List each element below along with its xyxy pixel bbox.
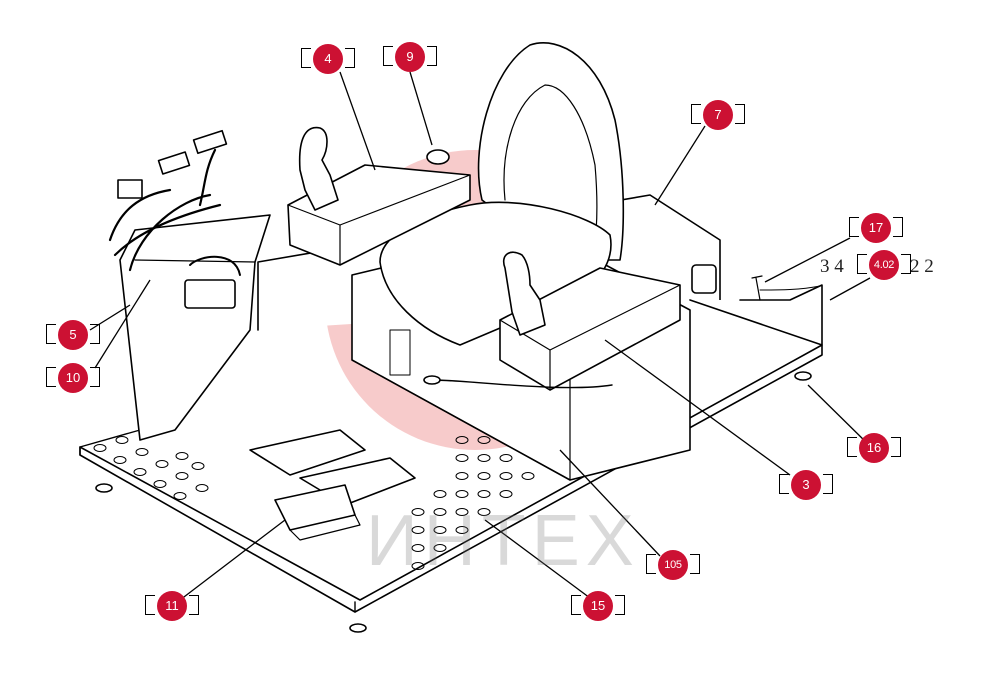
callout-bracket [301, 48, 355, 68]
connector [117, 179, 143, 199]
callout-badge[interactable]: 9 [395, 42, 425, 72]
right-console [499, 267, 681, 391]
leader-lines [89, 71, 871, 601]
callout-badge[interactable]: 3 [791, 470, 821, 500]
screw [751, 275, 763, 301]
callout-bracket [46, 367, 100, 387]
callout-bracket [691, 104, 745, 124]
callout-badge[interactable]: 4 [313, 44, 343, 74]
callout-badge[interactable]: 16 [859, 433, 889, 463]
left-pedestal [119, 214, 271, 441]
callout-badge[interactable]: 105 [658, 550, 688, 580]
callout-bracket [849, 217, 903, 237]
left-joystick [298, 126, 339, 211]
callout-badge[interactable]: 4.02 [869, 250, 899, 280]
callout-badge[interactable]: 10 [58, 363, 88, 393]
callout-bracket [646, 554, 700, 574]
retractor [691, 264, 717, 294]
stray-text-right: 2 2 [910, 256, 934, 277]
connector [192, 129, 228, 155]
stray-text-left: 3 4 [820, 256, 844, 277]
key-switch [426, 149, 450, 165]
foot [95, 483, 113, 493]
wiring-harness [108, 148, 222, 272]
callout-bracket [779, 474, 833, 494]
foot [349, 623, 367, 633]
callout-bracket [46, 324, 100, 344]
callout-badge[interactable]: 5 [58, 320, 88, 350]
callout-bracket [857, 254, 911, 274]
callout-badge[interactable]: 17 [861, 213, 891, 243]
watermark-text: ИНТЕХ [366, 501, 640, 581]
relay-block [184, 279, 236, 309]
connector [157, 151, 191, 175]
callout-badge[interactable]: 11 [157, 591, 187, 621]
right-joystick [503, 251, 546, 336]
perforated-floor-right [411, 436, 535, 570]
foot [794, 371, 812, 381]
left-pedal [249, 429, 366, 476]
callout-bracket [847, 437, 901, 457]
callout-bracket [383, 46, 437, 66]
perforated-floor-left [93, 436, 209, 500]
callout-bracket [145, 595, 199, 615]
callout-badge[interactable]: 15 [583, 591, 613, 621]
callout-bracket [571, 595, 625, 615]
callout-badge[interactable]: 7 [703, 100, 733, 130]
side-rail [689, 284, 823, 346]
adjust-lever [431, 379, 613, 389]
